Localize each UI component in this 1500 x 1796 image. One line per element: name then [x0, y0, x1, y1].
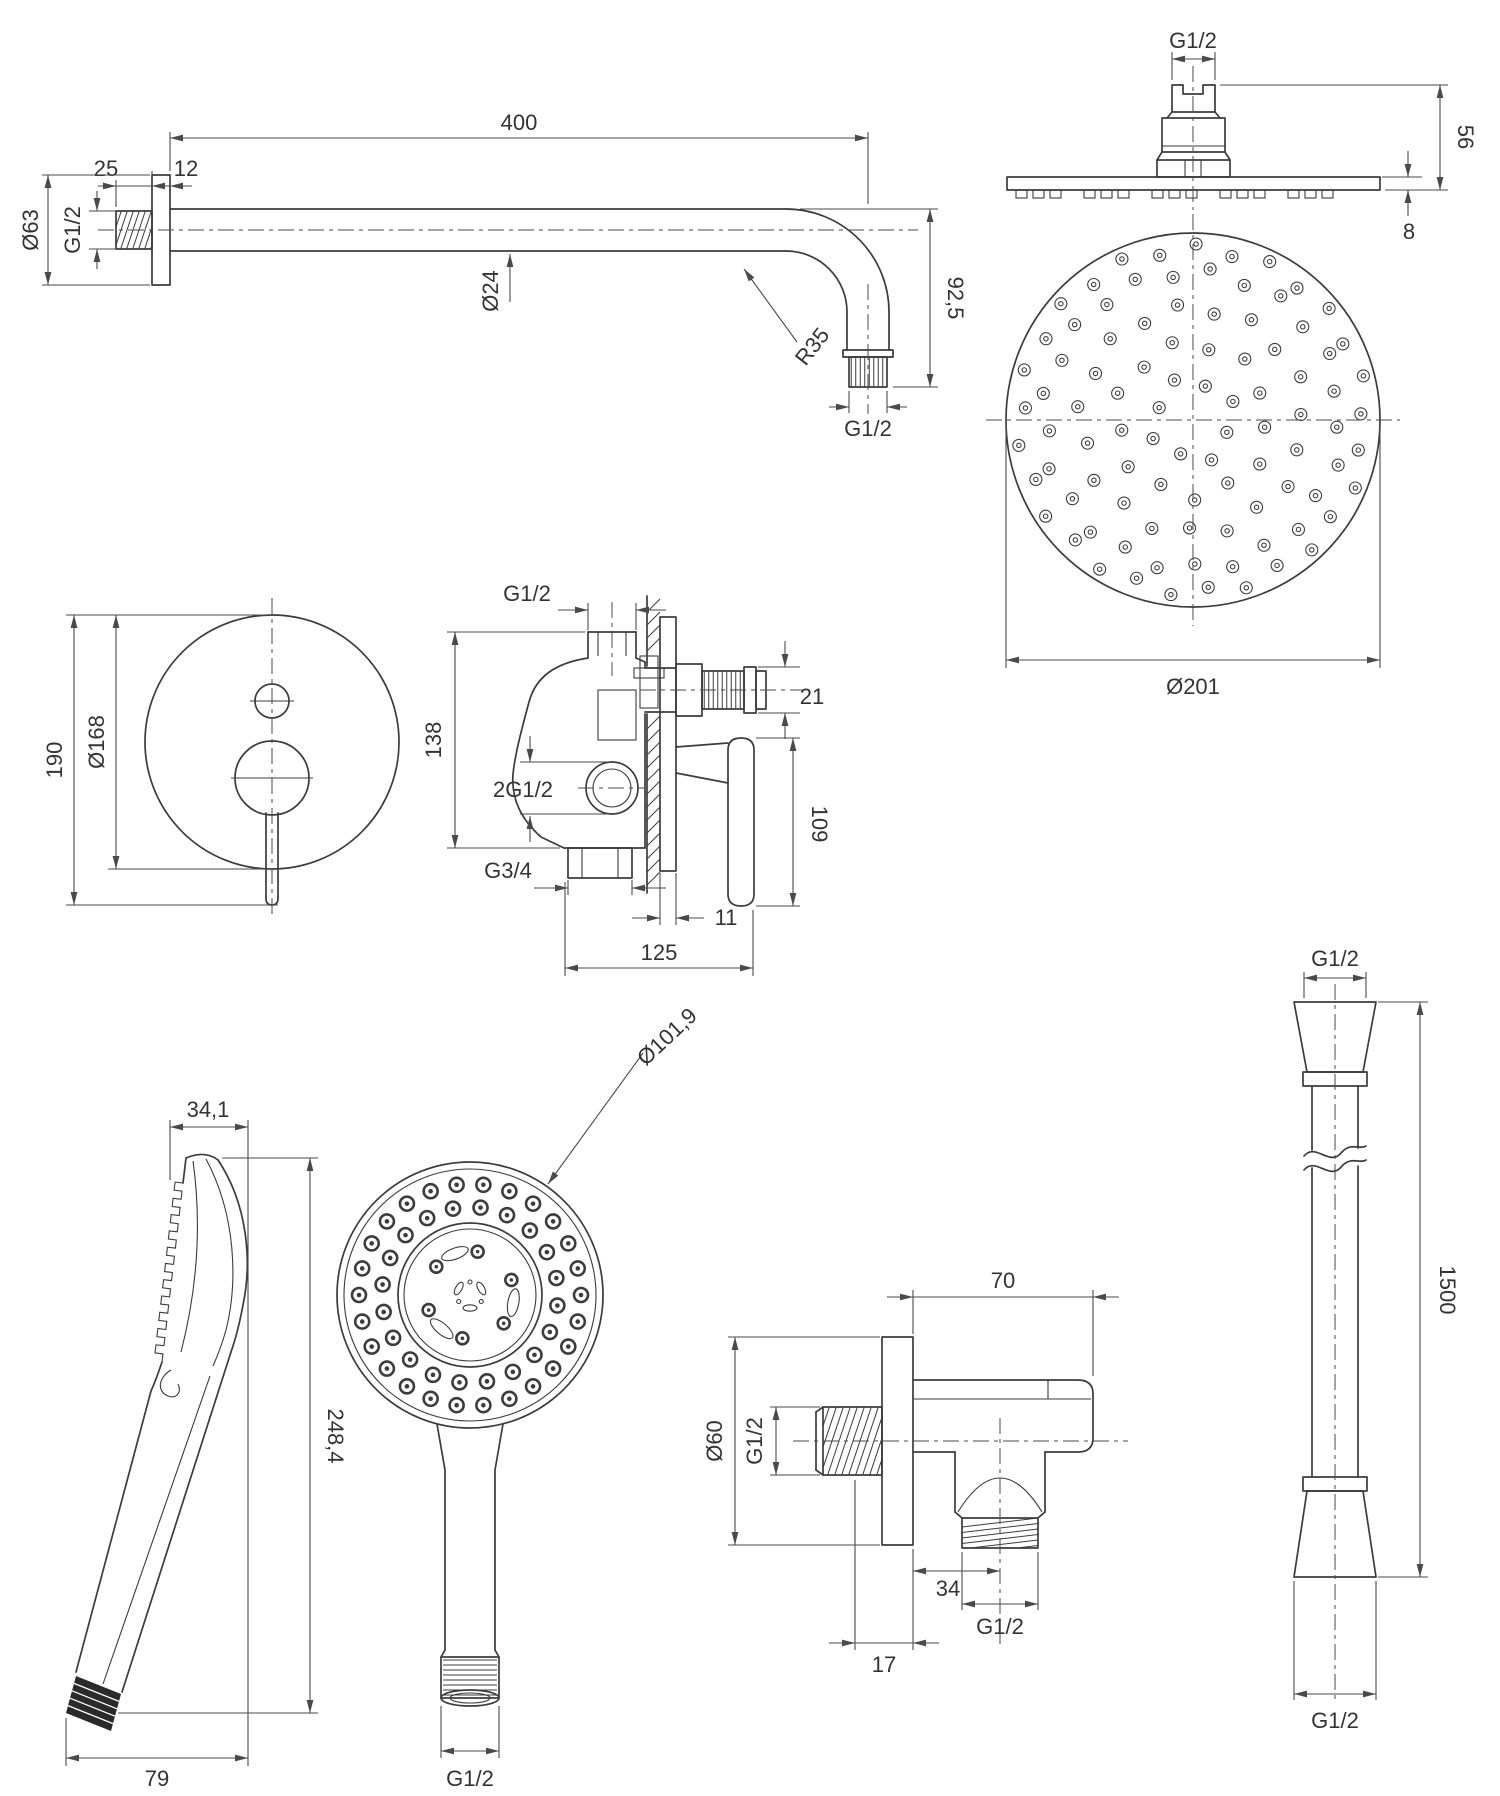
head-top-nozzles: [1012, 237, 1370, 602]
mixer-wall-hatch: [646, 598, 661, 886]
view-mixer-side: G1/2 138 21 2G1/2 G3/4 11 109 125: [421, 581, 832, 976]
dim-elbow-dia: Ø60: [702, 1420, 727, 1462]
dim-hose-length: 1500: [1435, 1266, 1460, 1315]
dim-arm-bend-radius: R35: [790, 323, 835, 370]
hose-bottom-nut: [1293, 1490, 1377, 1578]
dim-mixer-plate-dia: Ø168: [84, 715, 109, 769]
arm-bend-outer: [785, 208, 890, 313]
dim-hose-bottom: G1/2: [1311, 1708, 1359, 1733]
mixer-plate-edge: [659, 616, 677, 872]
dim-arm-pipe-dia: Ø24: [478, 270, 503, 312]
dim-head-height: 56: [1453, 125, 1478, 149]
view-head-shower-top: Ø201: [986, 214, 1400, 699]
dim-elbow-offset: 34: [936, 1576, 960, 1601]
dim-hose-top: G1/2: [1311, 946, 1359, 971]
arm-bend-inner: [785, 250, 848, 313]
view-shower-hose: G1/2 1500 G1/2: [1293, 946, 1460, 1733]
dim-mixside-ports: 2G1/2: [493, 777, 553, 802]
hand-handle-thread: [443, 1659, 497, 1696]
dim-head-plate: 8: [1403, 219, 1415, 244]
dim-elbow-depth: 70: [991, 1268, 1015, 1293]
mixer-body: [511, 657, 589, 849]
dim-mixside-lever: 109: [807, 806, 832, 843]
hose-break-symbol: [1303, 1145, 1367, 1159]
dim-elbow-flange-depth: 17: [872, 1652, 896, 1677]
view-hand-shower-side: 34,1 248,4 79: [65, 1097, 348, 1791]
hand-side-teeth: [154, 1181, 184, 1363]
hand-head-back: [217, 1159, 249, 1353]
dim-arm-exposed: 25: [94, 156, 118, 181]
view-mixer-front: 190 Ø168: [42, 598, 400, 916]
dim-arm-inlet-thread: G1/2: [60, 206, 85, 254]
hand-face-circle: [336, 1161, 604, 1429]
dim-arm-outlet-thread: G1/2: [844, 416, 892, 441]
dim-mixside-inlet: G1/2: [503, 581, 551, 606]
arm-outlet-hatch: [850, 357, 884, 387]
dim-arm-length: 400: [501, 110, 538, 135]
view-head-shower-side: G1/2 56 8: [1006, 28, 1478, 244]
dim-elbow-inlet: G1/2: [742, 1417, 767, 1465]
elbow-body: [912, 1379, 1094, 1453]
hand-front-nozzles: [350, 1176, 590, 1414]
mixer-bottom-stub: [567, 847, 633, 879]
dim-arm-flange-dia: Ø63: [18, 209, 43, 251]
mixer-lever-side: [727, 737, 755, 907]
dim-mixside-height: 138: [421, 722, 446, 759]
dim-mixside-gap: 11: [715, 905, 738, 930]
hand-tip-thread: [66, 1676, 121, 1731]
view-wall-elbow: 70 Ø60 G1/2 34 G1/2 17: [702, 1268, 1128, 1677]
dim-head-dia: Ø201: [1166, 674, 1220, 699]
view-shower-arm: 400 25 12 Ø63 G1/2 Ø24 R35 92,5 G1/2: [18, 110, 968, 441]
dim-mixer-height: 190: [42, 742, 67, 779]
dim-mixside-stub: 21: [800, 684, 824, 709]
dim-hand-spread: 79: [145, 1766, 169, 1791]
dim-mixside-depth: 125: [641, 940, 678, 965]
dim-mixside-bottom: G3/4: [484, 858, 532, 883]
dim-hand-depth: 34,1: [187, 1097, 230, 1122]
hand-handle-thread-body: [440, 1656, 500, 1699]
view-hand-shower-front: Ø101,9 G1/2: [336, 1003, 702, 1791]
head-connector-nut: [1171, 84, 1216, 113]
dim-arm-drop: 92,5: [943, 277, 968, 320]
dim-hand-dia: Ø101,9: [632, 1003, 702, 1071]
dim-arm-flange-depth: 12: [174, 156, 198, 181]
dim-hand-length: 248,4: [323, 1408, 348, 1463]
hand-hook-detail: [159, 1369, 180, 1398]
dim-hand-thread: G1/2: [446, 1766, 494, 1791]
head-side-bumps: [1015, 189, 1334, 199]
dim-head-thread: G1/2: [1169, 28, 1217, 53]
dim-elbow-outlet: G1/2: [976, 1614, 1024, 1639]
